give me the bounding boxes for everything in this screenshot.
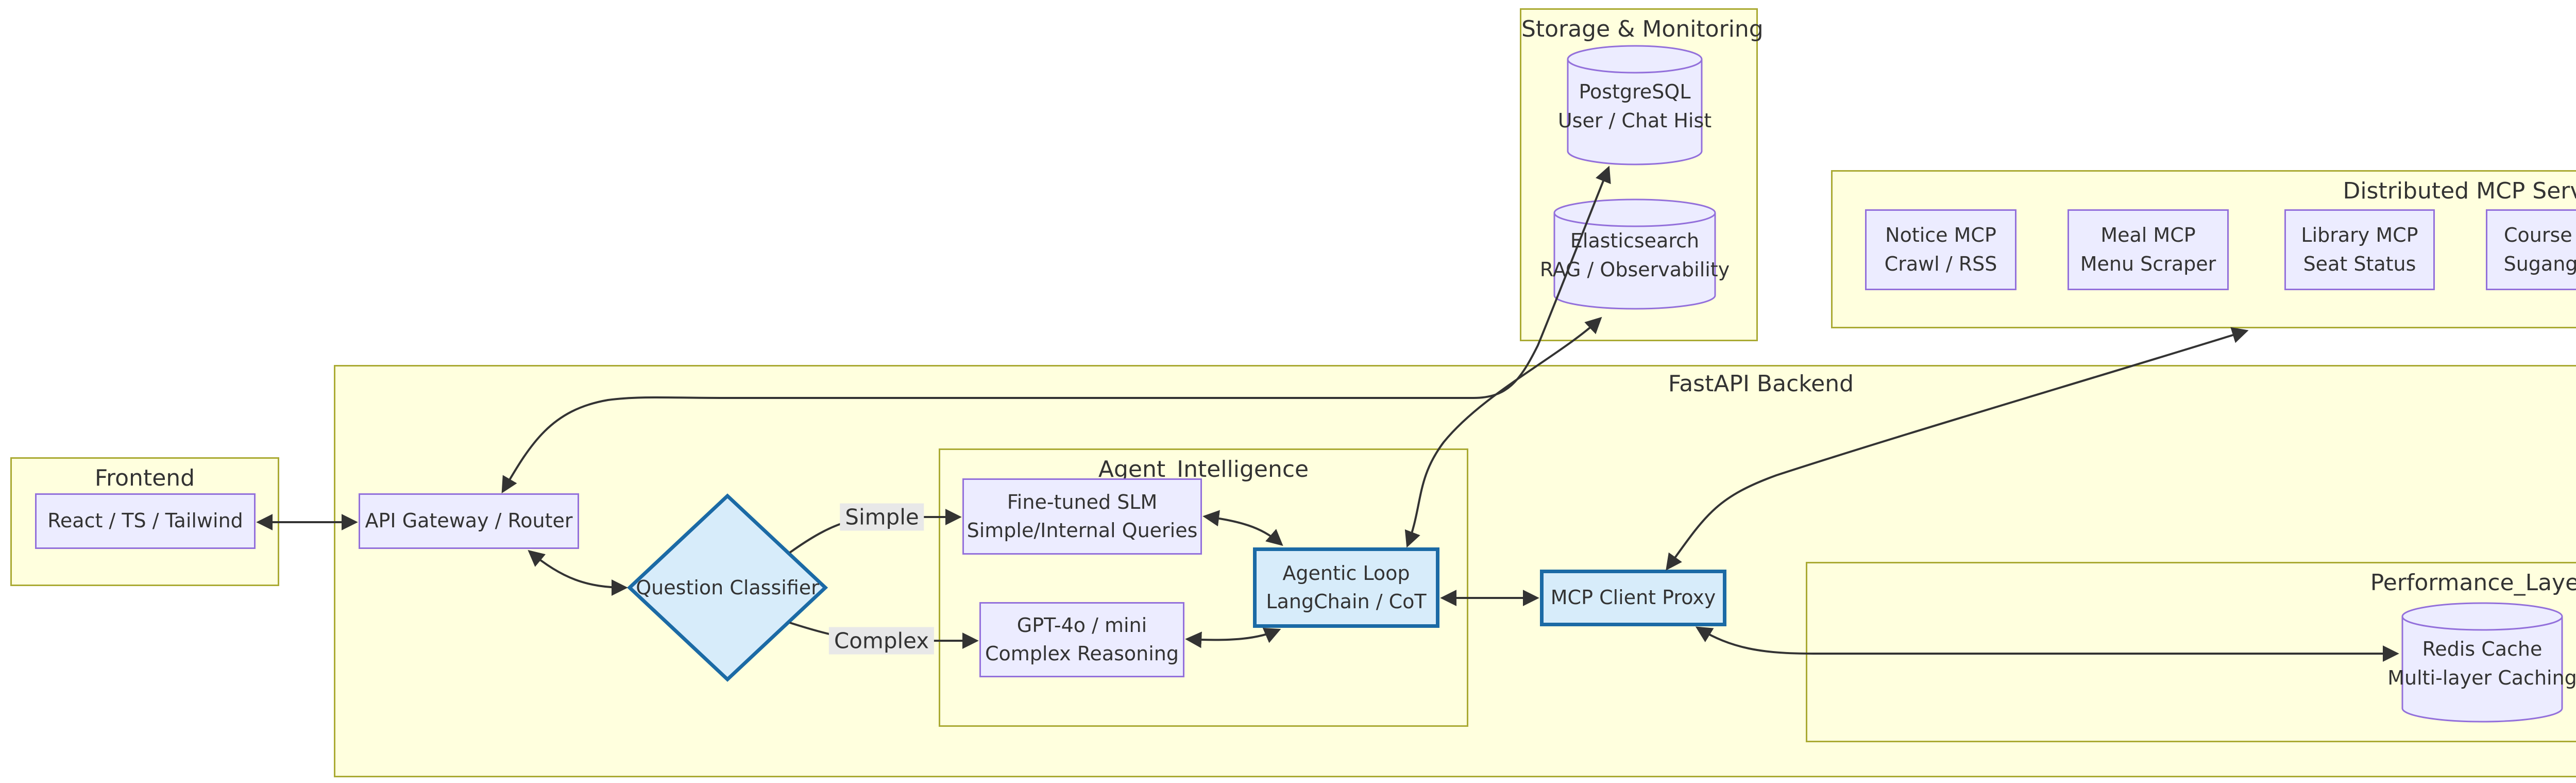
course-mcp-line1: Course MCP <box>2504 224 2576 247</box>
meal-mcp-line1: Meal MCP <box>2100 224 2196 247</box>
slm-label-line2: Simple/Internal Queries <box>967 519 1198 542</box>
distributed-mcp-servers-title: Distributed MCP Servers <box>2343 178 2576 204</box>
notice-mcp-line2: Crawl / RSS <box>1884 252 1997 275</box>
slm-label-line1: Fine-tuned SLM <box>1007 490 1158 513</box>
course-mcp-node: Course MCP Sugang Info <box>2486 209 2576 290</box>
agentic-loop-label-line2: LangChain / CoT <box>1266 590 1427 613</box>
postgres-line1: PostgreSQL <box>1579 80 1691 104</box>
gpt4o-label-line2: Complex Reasoning <box>985 642 1179 665</box>
edge-label-complex: Complex <box>828 627 935 655</box>
api-gateway-label: API Gateway / Router <box>365 509 573 532</box>
react-node: React / TS / Tailwind <box>35 493 256 549</box>
redis-line2: Multi-layer Caching <box>2387 666 2576 689</box>
edge-proxy-redis <box>1695 626 2399 662</box>
performance-layer-title: Performance_Layer <box>2370 570 2576 596</box>
redis-label: Redis Cache Multi-layer Caching <box>2387 617 2576 711</box>
library-mcp-line2: Seat Status <box>2303 252 2416 275</box>
notice-mcp-node: Notice MCP Crawl / RSS <box>1865 209 2016 290</box>
edge-agentic-elasticsearch <box>1404 316 1602 548</box>
notice-mcp-line1: Notice MCP <box>1885 224 1996 247</box>
question-classifier-diamond <box>626 493 828 682</box>
edge-slm-agentic <box>1202 510 1283 546</box>
agentic-loop-node: Agentic Loop LangChain / CoT <box>1253 547 1439 628</box>
edge-label-simple: Simple <box>840 503 924 531</box>
redis-line1: Redis Cache <box>2422 638 2543 661</box>
course-mcp-line2: Sugang Info <box>2503 252 2576 275</box>
edge-proxy-mcp-servers <box>1666 327 2249 571</box>
react-node-label: React / TS / Tailwind <box>47 509 243 532</box>
question-classifier-label: Question Classifier <box>636 576 819 599</box>
meal-mcp-line2: Menu Scraper <box>2080 252 2216 275</box>
postgres-line2: User / Chat Hist <box>1557 109 1712 132</box>
storage-monitoring-title: Storage & Monitoring <box>1521 16 1764 42</box>
edge-api-postgres <box>501 165 1611 494</box>
gpt4o-label-line1: GPT-4o / mini <box>1016 613 1147 637</box>
redis-cylinder <box>2401 601 2564 726</box>
postgres-label: PostgreSQL User / Chat Hist <box>1558 59 1711 154</box>
postgres-cylinder-shape <box>1567 45 1703 165</box>
postgres-cylinder <box>1566 44 1703 169</box>
api-gateway-node: API Gateway / Router <box>359 493 579 549</box>
library-mcp-line1: Library MCP <box>2301 224 2418 247</box>
library-mcp-node: Library MCP Seat Status <box>2284 209 2435 290</box>
agentic-loop-label-line1: Agentic Loop <box>1282 561 1410 585</box>
mcp-client-proxy-label: MCP Client Proxy <box>1550 586 1716 609</box>
meal-mcp-node: Meal MCP Menu Scraper <box>2067 209 2229 290</box>
gpt4o-node: GPT-4o / mini Complex Reasoning <box>979 602 1184 677</box>
edge-api-classifier <box>528 549 628 596</box>
frontend-title: Frontend <box>94 465 195 491</box>
edge-gpt4o-agentic <box>1185 627 1281 648</box>
redis-cylinder-shape <box>2401 602 2563 723</box>
mcp-client-proxy-node: MCP Client Proxy <box>1540 570 1726 626</box>
